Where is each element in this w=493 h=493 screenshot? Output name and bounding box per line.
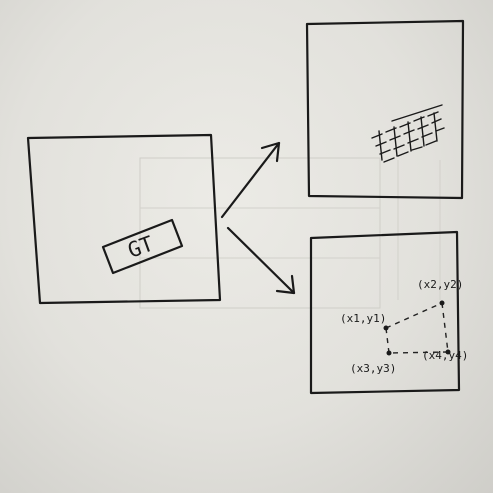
source-image-box [26,133,222,305]
score-map-stroke [378,112,438,161]
corner-label-top-left: (x1,y1) [340,312,386,325]
score-map-stroke [379,127,445,155]
score-map-stroke [391,104,443,122]
corner-label-top-right: (x2,y2) [417,278,463,291]
corner-label-bottom-left: (x3,y3) [350,362,396,375]
corner-label-bottom-right: (x4,y4) [422,349,468,362]
arrow-up-right-head [260,141,281,163]
geometry-quad-outline [385,302,449,354]
corner-point-4 [445,349,451,355]
geometry-map-box [309,230,461,395]
arrow-down-right-head [275,274,296,295]
corner-point-2 [439,300,445,306]
arrow-down-right-icon [226,226,296,295]
score-map-text-region [371,104,445,163]
gt-rotated-box [101,218,184,275]
arrow-up-right-icon [220,141,281,219]
corner-point-3 [386,350,392,356]
score-map-stroke [371,111,439,139]
score-map-box [305,19,465,200]
score-map-stroke [383,140,437,163]
corner-point-1 [383,325,389,331]
